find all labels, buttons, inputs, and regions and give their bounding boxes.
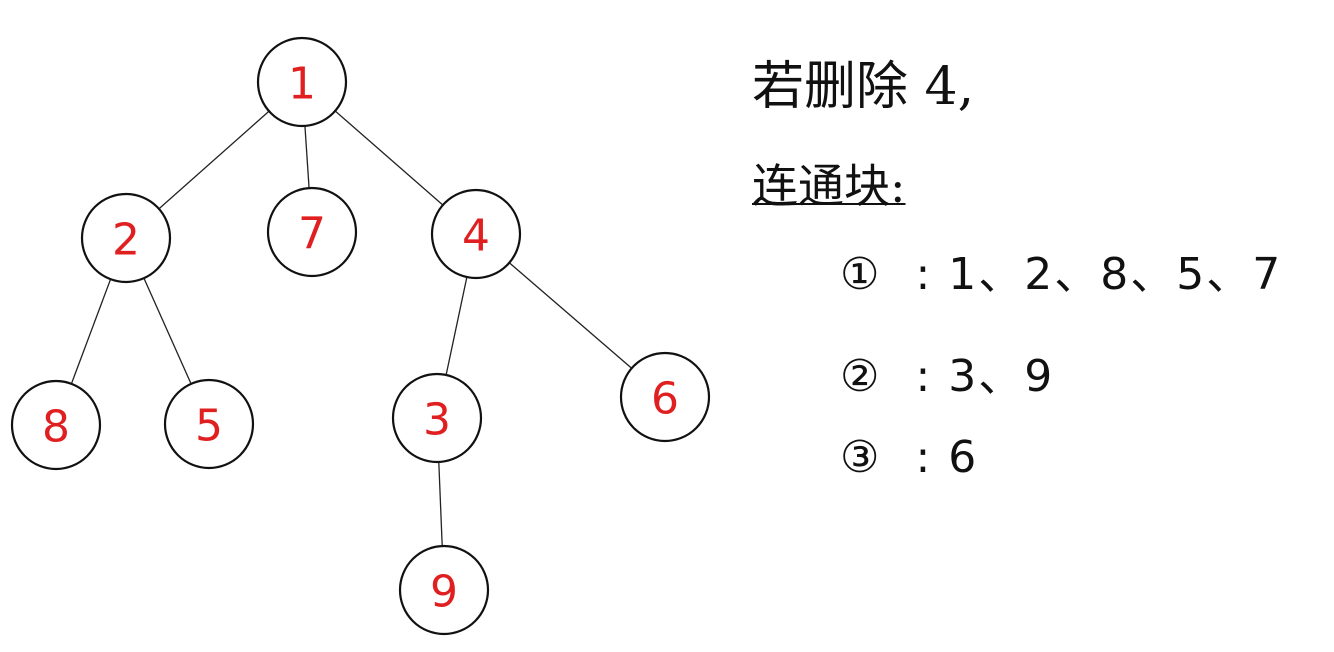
component-row-1: ① : 1、2、8、5、7 [840, 238, 1282, 302]
component-members: : 1、2、8、5、7 [915, 249, 1283, 300]
tree-edges [55, 81, 666, 591]
tree-node-6: 6 [619, 351, 711, 443]
component-row-3: ③ : 6 [840, 432, 978, 483]
component-index: ③ [840, 432, 880, 483]
node-label: 1 [288, 59, 316, 110]
node-label: 4 [462, 211, 490, 262]
component-row-2: ② : 3、9 [840, 340, 1054, 404]
note-title: 若删除 4, [752, 57, 975, 117]
node-circle [430, 188, 522, 280]
note-heading: 连通块: [752, 159, 906, 213]
node-label: 3 [423, 395, 451, 446]
node-label: 6 [651, 374, 679, 425]
tree-node-4: 4 [430, 188, 522, 280]
component-index: ② [840, 351, 880, 402]
node-label: 9 [430, 567, 458, 618]
tree-node-3: 3 [391, 372, 483, 464]
node-label: 7 [298, 209, 326, 260]
tree-node-2: 2 [80, 192, 172, 284]
node-circle [163, 378, 255, 470]
tree-node-5: 5 [163, 378, 255, 470]
tree-node-9: 9 [398, 544, 490, 636]
node-circle [80, 192, 172, 284]
tree-node-1: 1 [256, 36, 348, 128]
node-label: 2 [112, 215, 140, 266]
tree-node-7: 7 [266, 186, 358, 278]
component-members: : 6 [915, 432, 979, 483]
node-circle [256, 36, 348, 128]
node-circle [391, 372, 483, 464]
tree-nodes: 1 2 7 4 8 5 3 6 9 [10, 36, 711, 636]
component-index: ① [840, 249, 880, 300]
tree-node-8: 8 [10, 379, 102, 471]
node-circle [266, 186, 358, 278]
node-circle [398, 544, 490, 636]
node-circle [10, 379, 102, 471]
node-label: 5 [195, 401, 223, 452]
component-members: : 3、9 [915, 351, 1055, 402]
node-label: 8 [42, 402, 70, 453]
node-circle [619, 351, 711, 443]
